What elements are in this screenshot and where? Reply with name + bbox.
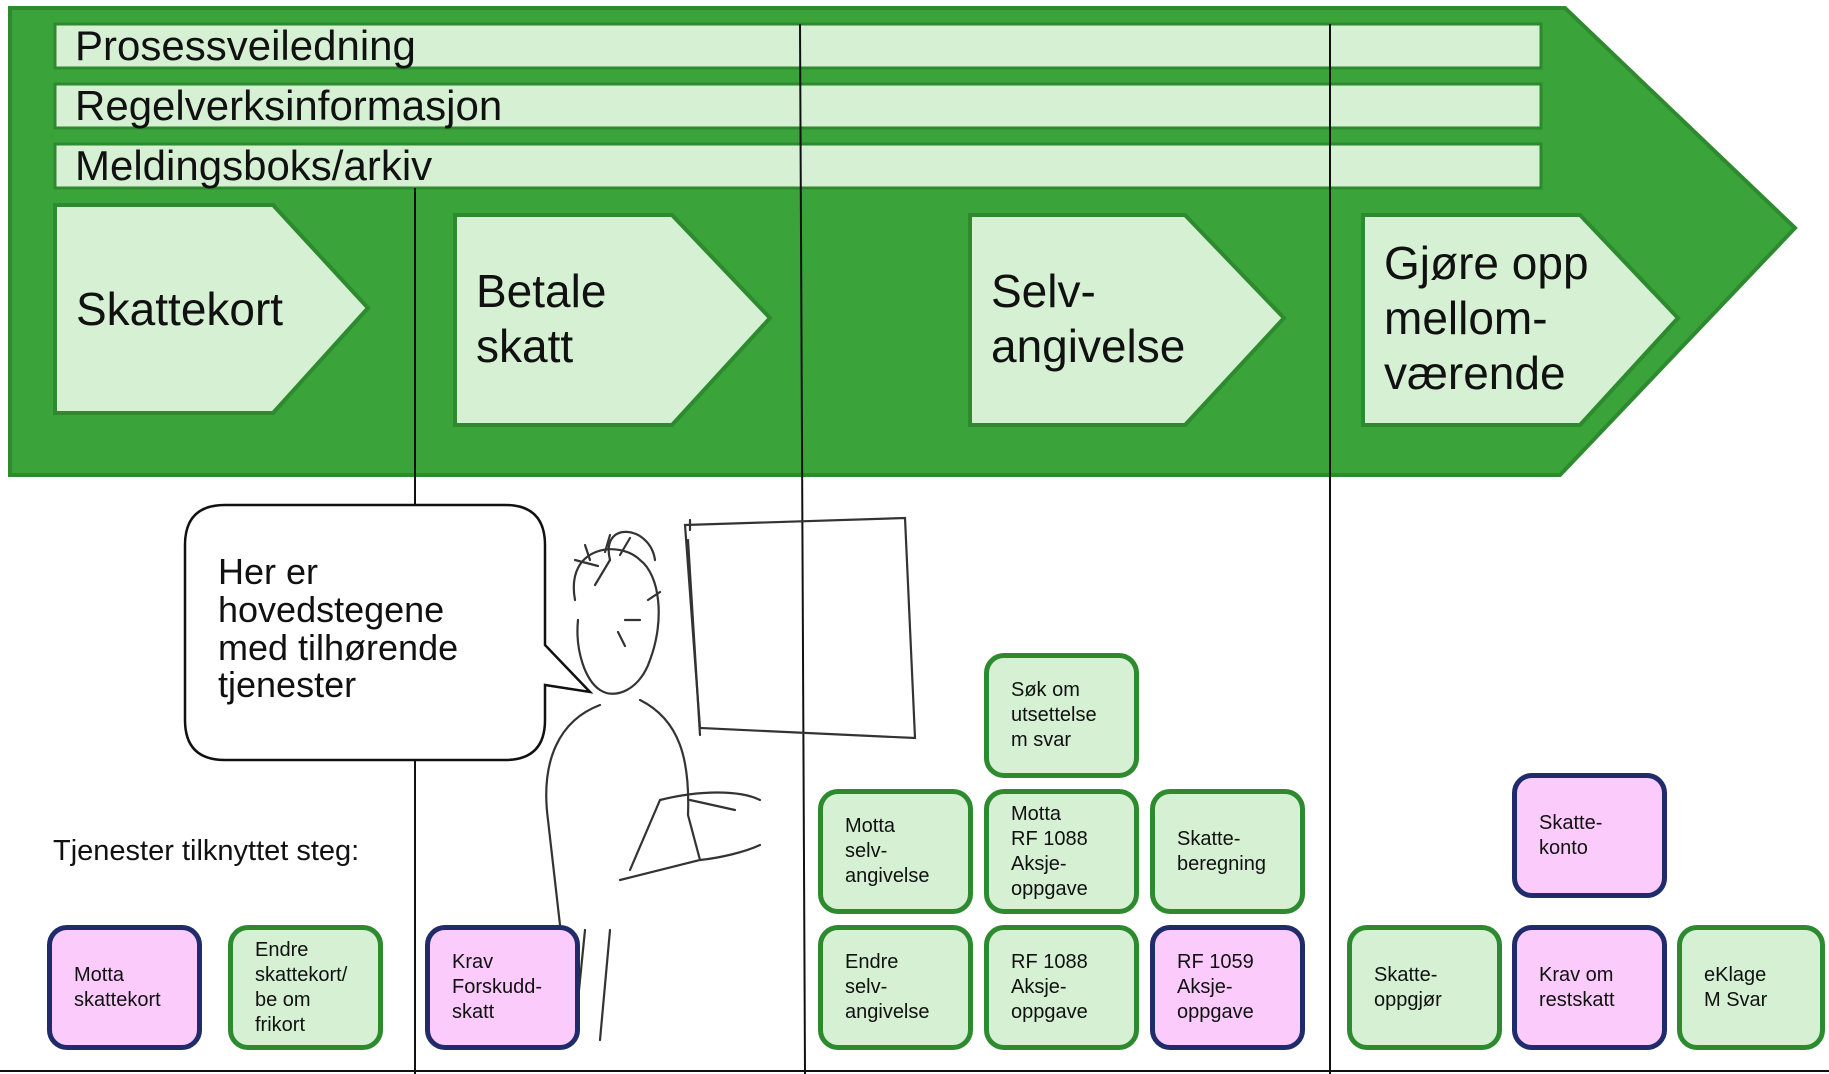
service-motta-selvangivelse[interactable]: Motta selv- angivelse: [818, 789, 973, 914]
bar-prosessveiledning: [53, 22, 1543, 70]
service-krav-om-restskatt[interactable]: Krav om restskatt: [1512, 925, 1667, 1050]
step-label-betale-skatt: Betale skatt: [476, 265, 607, 373]
bar-regelverksinformasjon: [53, 82, 1543, 130]
services-label: Tjenester tilknyttet steg:: [53, 835, 360, 867]
step-label-skattekort: Skattekort: [76, 283, 284, 335]
service-motta-rf1088[interactable]: Motta RF 1088 Aksje- oppgave: [984, 789, 1139, 914]
service-rf1059-aksjeoppgave[interactable]: RF 1059 Aksje- oppgave: [1150, 925, 1305, 1050]
step-label-gjore-opp: Gjøre opp mellom- værende: [1384, 237, 1589, 400]
bar-label-meldingsboks: Meldingsboks/arkiv: [75, 142, 433, 189]
divider-line-2: [799, 23, 806, 1074]
service-endre-selvangivelse[interactable]: Endre selv- angivelse: [818, 925, 973, 1050]
step-chevron-skattekort: [53, 203, 371, 415]
service-sok-om-utsettelse[interactable]: Søk om utsettelse m svar: [984, 653, 1139, 778]
service-skatteoppgjor[interactable]: Skatte- oppgjør: [1347, 925, 1502, 1050]
service-rf1088-aksjeoppgave[interactable]: RF 1088 Aksje- oppgave: [984, 925, 1139, 1050]
presenter-sketch: [545, 516, 917, 1042]
service-eklage[interactable]: eKlage M Svar: [1677, 925, 1825, 1050]
service-krav-forskuddskatt[interactable]: Krav Forskudd- skatt: [425, 925, 580, 1050]
bar-meldingsboks: [53, 142, 1543, 190]
step-chevron-gjore-opp: [1361, 213, 1681, 427]
service-motta-skattekort[interactable]: Motta skattekort: [47, 925, 202, 1050]
step-chevron-selvangivelse: [968, 213, 1287, 427]
speech-bubble: [183, 503, 594, 762]
step-chevron-betale-skatt: [453, 213, 773, 427]
service-skattekonto[interactable]: Skatte- konto: [1512, 773, 1667, 898]
service-endre-skattekort[interactable]: Endre skattekort/ be om frikort: [228, 925, 383, 1050]
step-label-selvangivelse: Selv- angivelse: [991, 265, 1186, 373]
bar-label-regelverksinformasjon: Regelverksinformasjon: [75, 82, 503, 129]
bubble-text: Her er hovedstegene med tilhørende tjene…: [218, 551, 459, 706]
bar-label-prosessveiledning: Prosessveiledning: [75, 22, 416, 69]
service-skatteberegning[interactable]: Skatte- beregning: [1150, 789, 1305, 914]
